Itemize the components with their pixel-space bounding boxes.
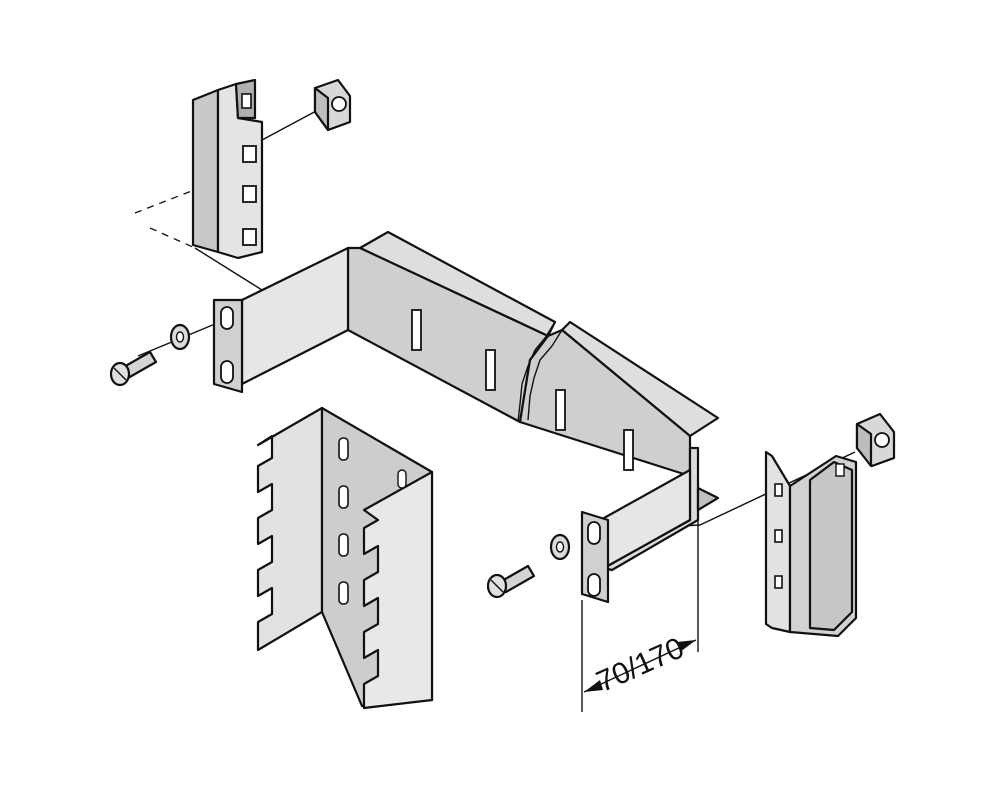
rail-section [212,230,720,604]
washer-left [169,323,191,351]
mounting-rail-right [764,450,858,638]
cage-nut-top [313,78,352,132]
mounting-rail-left [191,78,264,260]
dimension-label: 70/170 [592,631,689,698]
cage-nut-right [855,412,896,468]
screw-right [486,564,536,599]
u-bracket [256,406,434,710]
screw-left [109,350,158,387]
washer-right [549,533,571,561]
